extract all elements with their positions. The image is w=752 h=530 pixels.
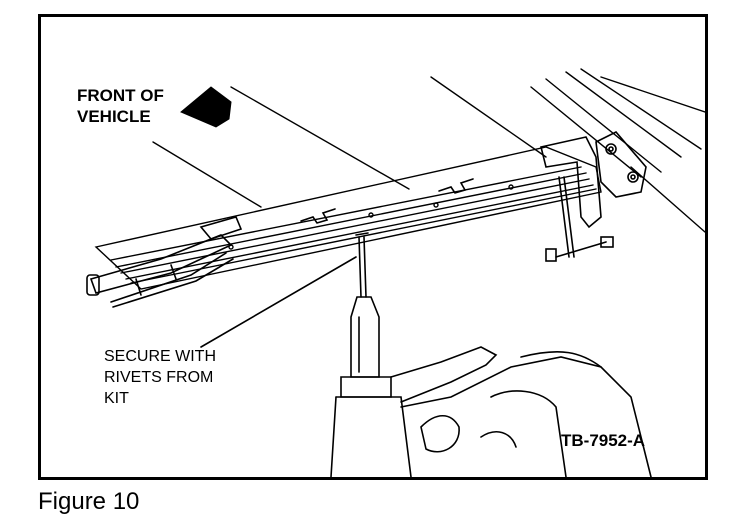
rivet [355, 232, 369, 298]
callout-leader-line [200, 256, 357, 348]
rivet-installation-illustration [86, 68, 705, 477]
background-rail-lines [152, 68, 705, 233]
callout-line3: KIT [104, 390, 129, 407]
mounting-bracket [595, 131, 647, 198]
part-number-label: TB-7952-A [561, 431, 646, 450]
front-arrow-icon [180, 86, 232, 128]
front-label-line2: VEHICLE [77, 107, 151, 126]
locking-pliers [86, 216, 243, 308]
rivet-gun [330, 296, 652, 477]
c-clamp [540, 136, 614, 262]
callout-line2: RIVETS FROM [104, 369, 214, 386]
reinforcement-bar [94, 146, 602, 290]
callout-line1: SECURE WITH [104, 348, 216, 365]
illustration-frame: FRONT OF VEHICLE SECURE WITH RIVETS FROM… [38, 14, 708, 480]
figure-caption: Figure 10 [38, 488, 140, 515]
front-label-line1: FRONT OF [77, 86, 164, 105]
